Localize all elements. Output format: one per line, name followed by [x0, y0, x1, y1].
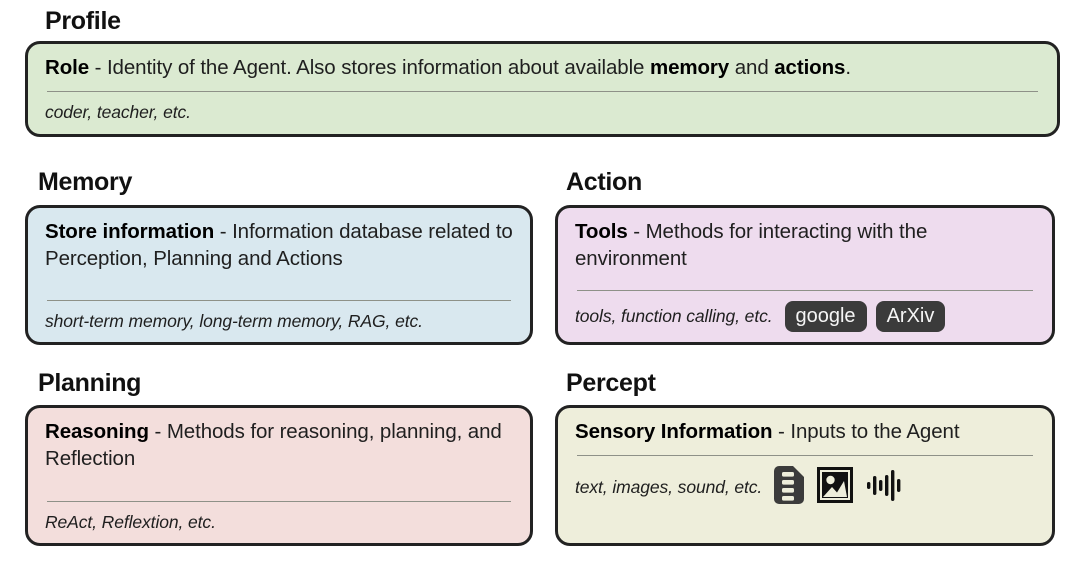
card-action-examples: tools, function calling, etc.	[575, 306, 773, 326]
card-percept-examples-row: text, images, sound, etc.	[575, 465, 1035, 509]
tool-chip-google[interactable]: google	[784, 301, 867, 332]
card-percept-description: Sensory Information - Inputs to the Agen…	[575, 419, 1035, 446]
card-profile-bold-actions: actions	[774, 56, 846, 79]
percept-icon-row	[774, 465, 904, 509]
card-percept: Sensory Information - Inputs to the Agen…	[555, 405, 1055, 546]
card-memory-term: Store information	[45, 220, 215, 243]
card-planning: Reasoning - Methods for reasoning, plann…	[25, 405, 533, 546]
card-memory-description: Store information - Information database…	[45, 219, 513, 272]
card-profile-text: Identity of the Agent. Also stores infor…	[106, 56, 650, 79]
card-memory-divider	[47, 300, 511, 301]
card-planning-examples: ReAct, Reflextion, etc.	[45, 512, 216, 532]
card-action: Tools - Methods for interacting with the…	[555, 205, 1055, 345]
card-action-divider	[577, 290, 1033, 291]
card-profile-bold-memory: memory	[649, 56, 730, 79]
card-planning-divider	[47, 501, 511, 502]
section-heading-percept: Percept	[566, 369, 656, 397]
tool-chip-arxiv[interactable]: ArXiv	[875, 301, 946, 332]
card-planning-examples-row: ReAct, Reflextion, etc.	[45, 512, 513, 533]
card-planning-term: Reasoning	[45, 420, 149, 443]
section-heading-action: Action	[566, 168, 642, 196]
card-memory-examples: short-term memory, long-term memory, RAG…	[45, 311, 423, 331]
card-planning-description: Reasoning - Methods for reasoning, plann…	[45, 419, 513, 472]
card-planning-dash: -	[148, 420, 167, 443]
section-heading-memory: Memory	[38, 168, 133, 196]
sound-waveform-icon	[866, 466, 904, 509]
card-percept-divider	[577, 454, 1033, 456]
card-action-examples-row: tools, function calling, etc. google ArX…	[575, 301, 1035, 332]
card-profile-dash: -	[89, 56, 107, 79]
card-memory-dash: -	[214, 220, 233, 243]
card-profile-examples: coder, teacher, etc.	[45, 101, 191, 122]
card-profile: Role - Identity of the Agent. Also store…	[25, 41, 1060, 137]
card-profile-mid: and	[729, 56, 775, 79]
card-action-term: Tools	[575, 220, 628, 243]
card-memory-text: Information database related to Percepti…	[45, 220, 513, 270]
section-heading-planning: Planning	[38, 369, 142, 397]
card-profile-tail: .	[845, 56, 851, 79]
card-action-chip-row: google ArXiv	[784, 301, 946, 332]
card-profile-examples-row: coder, teacher, etc.	[45, 102, 1040, 123]
card-percept-term: Sensory Information	[575, 420, 773, 443]
card-profile-term: Role	[45, 56, 90, 79]
card-percept-examples: text, images, sound, etc.	[575, 476, 763, 497]
card-percept-text: Inputs to the Agent	[790, 420, 960, 443]
card-percept-dash: -	[772, 420, 791, 443]
card-action-dash: -	[627, 220, 646, 243]
image-icon	[817, 466, 854, 508]
card-planning-text: Methods for reasoning, planning, and Ref…	[45, 420, 502, 470]
card-profile-description: Role - Identity of the Agent. Also store…	[45, 55, 1040, 82]
section-heading-profile: Profile	[45, 7, 121, 35]
card-profile-divider	[47, 90, 1038, 92]
card-memory: Store information - Information database…	[25, 205, 533, 345]
card-action-description: Tools - Methods for interacting with the…	[575, 219, 1035, 272]
card-action-text: Methods for interacting with the environ…	[575, 220, 928, 270]
card-memory-examples-row: short-term memory, long-term memory, RAG…	[45, 311, 513, 332]
text-document-icon	[774, 465, 805, 509]
